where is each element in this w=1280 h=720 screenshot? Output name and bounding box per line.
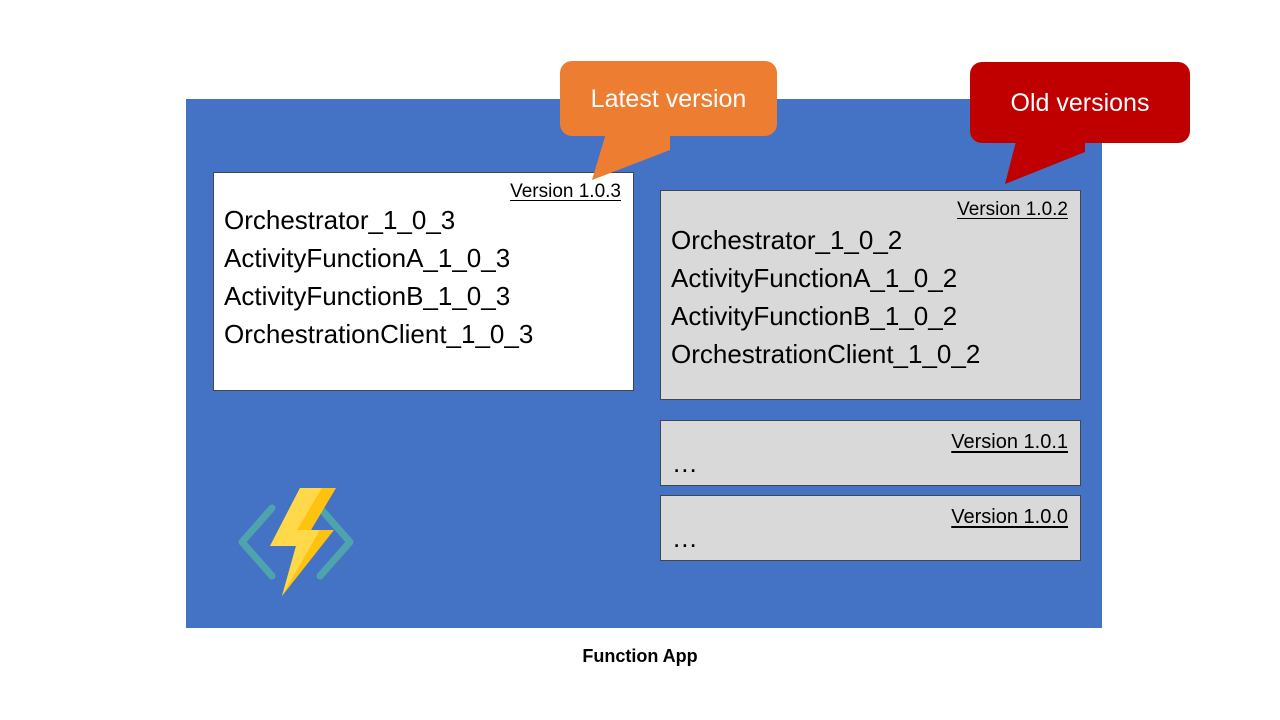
callout-latest-version[interactable]: Latest version <box>560 61 777 136</box>
function-list-latest: Orchestrator_1_0_3 ActivityFunctionA_1_0… <box>224 201 533 353</box>
version-card-1-0-0[interactable]: Version 1.0.0 ... <box>660 495 1081 561</box>
code-bracket-right-icon <box>316 504 354 580</box>
function-item: OrchestrationClient_1_0_2 <box>671 339 981 369</box>
code-bracket-left-icon <box>238 504 276 580</box>
function-item: ActivityFunctionB_1_0_3 <box>224 281 511 311</box>
ellipsis-1-0-1: ... <box>673 448 698 478</box>
azure-functions-logo <box>238 488 354 596</box>
version-label-1-0-1: Version 1.0.1 <box>951 431 1068 453</box>
version-card-1-0-1[interactable]: Version 1.0.1 ... <box>660 420 1081 486</box>
version-card-1-0-2[interactable]: Version 1.0.2 Orchestrator_1_0_2 Activit… <box>660 190 1081 400</box>
function-item: ActivityFunctionB_1_0_2 <box>671 301 958 331</box>
function-item: Orchestrator_1_0_3 <box>224 205 456 235</box>
version-card-latest[interactable]: Version 1.0.3 Orchestrator_1_0_3 Activit… <box>213 172 634 391</box>
version-label-1-0-0: Version 1.0.0 <box>951 506 1068 528</box>
callout-old-versions[interactable]: Old versions <box>970 62 1190 143</box>
version-label-latest: Version 1.0.3 <box>510 181 621 202</box>
function-item: ActivityFunctionA_1_0_2 <box>671 263 958 293</box>
callout-old-label: Old versions <box>1010 88 1150 117</box>
ellipsis-1-0-0: ... <box>673 523 698 553</box>
diagram-caption: Function App <box>582 646 698 666</box>
lightning-bolt-highlight <box>270 488 322 596</box>
function-item: ActivityFunctionA_1_0_3 <box>224 243 511 273</box>
function-list-1-0-2: Orchestrator_1_0_2 ActivityFunctionA_1_0… <box>671 221 980 373</box>
version-label-1-0-2: Version 1.0.2 <box>957 199 1068 220</box>
function-item: OrchestrationClient_1_0_3 <box>224 319 534 349</box>
callout-latest-label: Latest version <box>590 84 747 113</box>
function-item: Orchestrator_1_0_2 <box>671 225 903 255</box>
